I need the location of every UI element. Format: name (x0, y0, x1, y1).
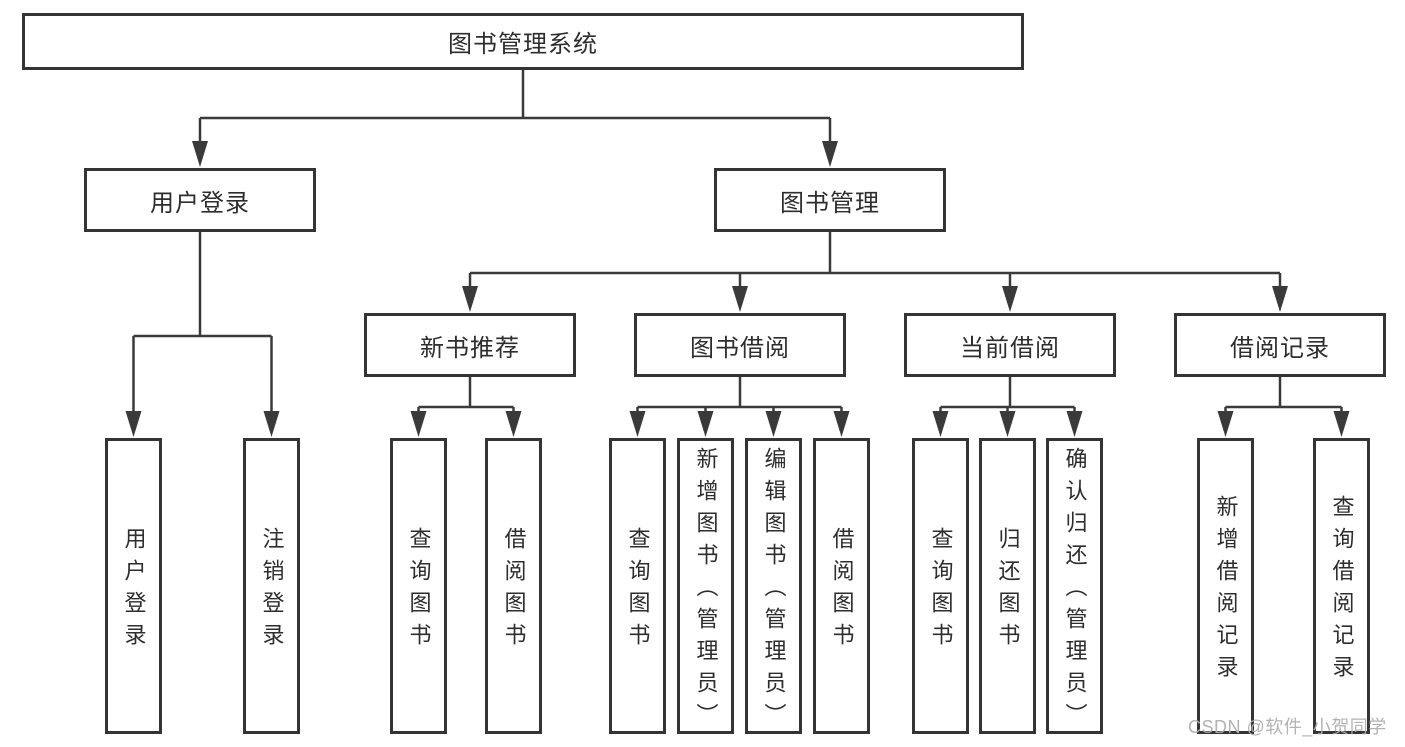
leaf-bb-borrow-books: 借阅图书 (813, 438, 870, 734)
leaf-user-login: 用户登录 (105, 438, 162, 734)
node-label: 借阅图书 (829, 527, 855, 655)
connector-paths (132, 70, 1343, 413)
node-label: 用户登录 (121, 527, 147, 655)
node-label: 当前借阅 (960, 334, 1060, 362)
node-label: 查询图书 (406, 527, 432, 655)
node-borrowing-records: 借阅记录 (1174, 313, 1386, 377)
leaf-nb-query-books: 查询图书 (390, 438, 447, 734)
node-book-borrowing: 图书借阅 (634, 313, 846, 377)
node-library-system: 图书管理系统 (22, 13, 1024, 70)
node-label: 注销登录 (259, 527, 285, 655)
leaf-bb-query-books: 查询图书 (609, 438, 666, 734)
leaf-logout: 注销登录 (243, 438, 300, 734)
leaf-nb-borrow-books: 借阅图书 (485, 438, 542, 734)
node-label: 查询借阅记录 (1329, 495, 1355, 687)
node-label: 用户登录 (150, 189, 250, 217)
node-label: 图书管理 (780, 189, 880, 217)
leaf-br-query-record: 查询借阅记录 (1313, 438, 1370, 734)
node-label: 新增图书（管理员） (693, 447, 719, 735)
node-label: 归还图书 (995, 527, 1021, 655)
node-label: 查询图书 (625, 527, 651, 655)
node-current-borrowing: 当前借阅 (904, 313, 1116, 377)
node-label: 编辑图书（管理员） (761, 447, 787, 735)
node-label: 查询图书 (928, 527, 954, 655)
leaf-br-add-record: 新增借阅记录 (1197, 438, 1254, 734)
node-label: 借阅图书 (501, 527, 527, 655)
arrowhead-icons (125, 141, 1350, 437)
leaf-bb-edit-books-admin: 编辑图书（管理员） (745, 438, 802, 735)
node-label: 借阅记录 (1230, 334, 1330, 362)
leaf-cb-query-books: 查询图书 (912, 438, 969, 734)
node-user-login: 用户登录 (84, 168, 316, 232)
node-label: 图书管理系统 (448, 31, 598, 58)
leaf-bb-add-books-admin: 新增图书（管理员） (677, 438, 734, 735)
node-label: 新增借阅记录 (1213, 495, 1239, 687)
node-label: 新书推荐 (420, 334, 520, 362)
leaf-cb-confirm-return-admin: 确认归还（管理员） (1046, 438, 1103, 735)
node-label: 图书借阅 (690, 334, 790, 362)
node-label: 确认归还（管理员） (1062, 447, 1088, 735)
leaf-cb-return-books: 归还图书 (979, 438, 1036, 734)
node-book-management: 图书管理 (714, 168, 946, 232)
watermark: CSDN @软件_小贺同学 (1188, 717, 1387, 737)
node-new-book-recommendation: 新书推荐 (364, 313, 576, 377)
